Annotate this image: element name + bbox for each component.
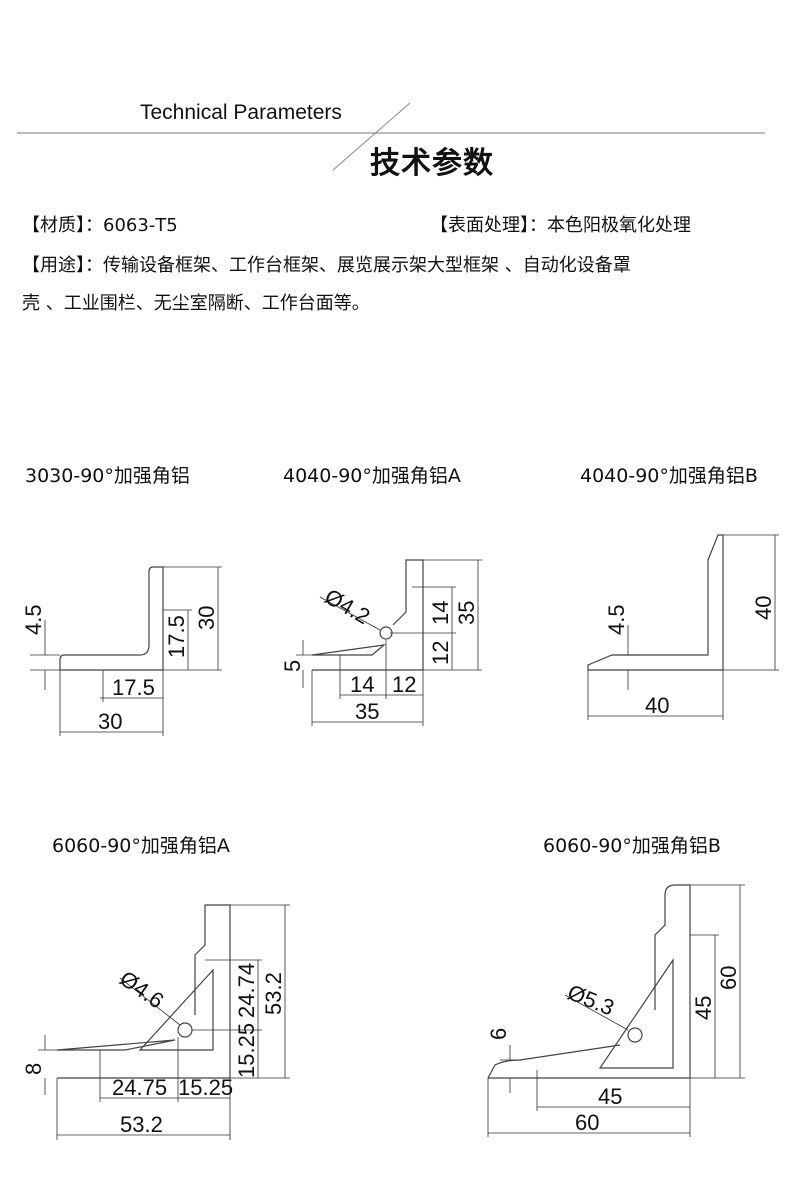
dim-label: 17.5	[112, 675, 155, 700]
drawing-title-6060b: 6060-90°加强角铝B	[543, 835, 721, 857]
dim-label: 30	[194, 606, 219, 630]
dim-label: 14	[350, 672, 374, 697]
surface-label: 【表面处理】：	[430, 215, 547, 236]
dim-label: 60	[575, 1110, 599, 1135]
drawing-6060a: 53.2 24.74 15.25 8 Ø4.6 24.75 15.25 53.2	[21, 904, 290, 1140]
dim-label: 12	[392, 672, 416, 697]
drawing-title-4040b: 4040-90°加强角铝B	[580, 465, 758, 487]
dim-label: 35	[355, 699, 379, 724]
header-slash	[332, 102, 411, 171]
usage-label: 【用途】：	[22, 255, 103, 276]
title-english: Technical Parameters	[140, 101, 342, 124]
dim-label: 35	[454, 601, 479, 625]
usage-line2: 壳 、工业围栏、无尘室隔断、工作台面等。	[22, 293, 370, 314]
dim-label: 17.5	[164, 615, 189, 658]
dim-label: 4.5	[604, 604, 629, 635]
drawing-6060b: 60 45 6 Ø5.3 45 60	[486, 884, 745, 1137]
dim-label: 45	[691, 996, 716, 1020]
drawing-title-3030: 3030-90°加强角铝	[25, 465, 190, 487]
dim-label: 40	[751, 596, 776, 620]
dim-label: 30	[98, 709, 122, 734]
dim-label: 24.74	[234, 963, 259, 1018]
dim-label: 6	[486, 1028, 511, 1040]
dim-label: 4.5	[21, 604, 46, 635]
surface-spec: 【表面处理】：本色阳极氧化处理	[430, 211, 691, 237]
dim-label: 53.2	[120, 1112, 163, 1137]
dim-label: Ø4.6	[115, 966, 168, 1014]
dim-label: 12	[428, 641, 453, 665]
dim-label: 15.25	[234, 1023, 259, 1078]
dim-label: 5	[280, 660, 305, 672]
dim-label: 60	[716, 966, 741, 990]
dim-label: 53.2	[261, 972, 286, 1015]
drawing-3030: 30 17.5 4.5 17.5 30	[21, 566, 222, 736]
material-label: 【材质】：	[22, 215, 103, 236]
dim-label: 8	[21, 1063, 46, 1075]
drawing-4040a: 35 14 12 5 Ø4.2 14 12 35	[280, 559, 482, 726]
usage-spec: 【用途】：传输设备框架、工作台框架、展览展示架大型框架 、自动化设备罩	[22, 251, 631, 277]
material-spec: 【材质】：6063-T5	[22, 211, 178, 237]
dim-label: 45	[598, 1084, 622, 1109]
drawing-title-4040a: 4040-90°加强角铝A	[283, 465, 461, 487]
surface-value: 本色阳极氧化处理	[547, 215, 691, 236]
material-value: 6063-T5	[103, 215, 178, 236]
drawing-title-6060a: 6060-90°加强角铝A	[52, 835, 230, 857]
usage-line1: 传输设备框架、工作台框架、展览展示架大型框架 、自动化设备罩	[103, 255, 631, 276]
dim-label: 14	[428, 601, 453, 625]
title-chinese: 技术参数	[370, 146, 494, 181]
drawing-4040b: 40 4.5 40	[587, 534, 779, 720]
dim-label: Ø5.3	[564, 979, 618, 1020]
dim-label: 24.75	[112, 1075, 167, 1100]
dim-label: 40	[645, 693, 669, 718]
dim-label: 15.25	[178, 1075, 233, 1100]
